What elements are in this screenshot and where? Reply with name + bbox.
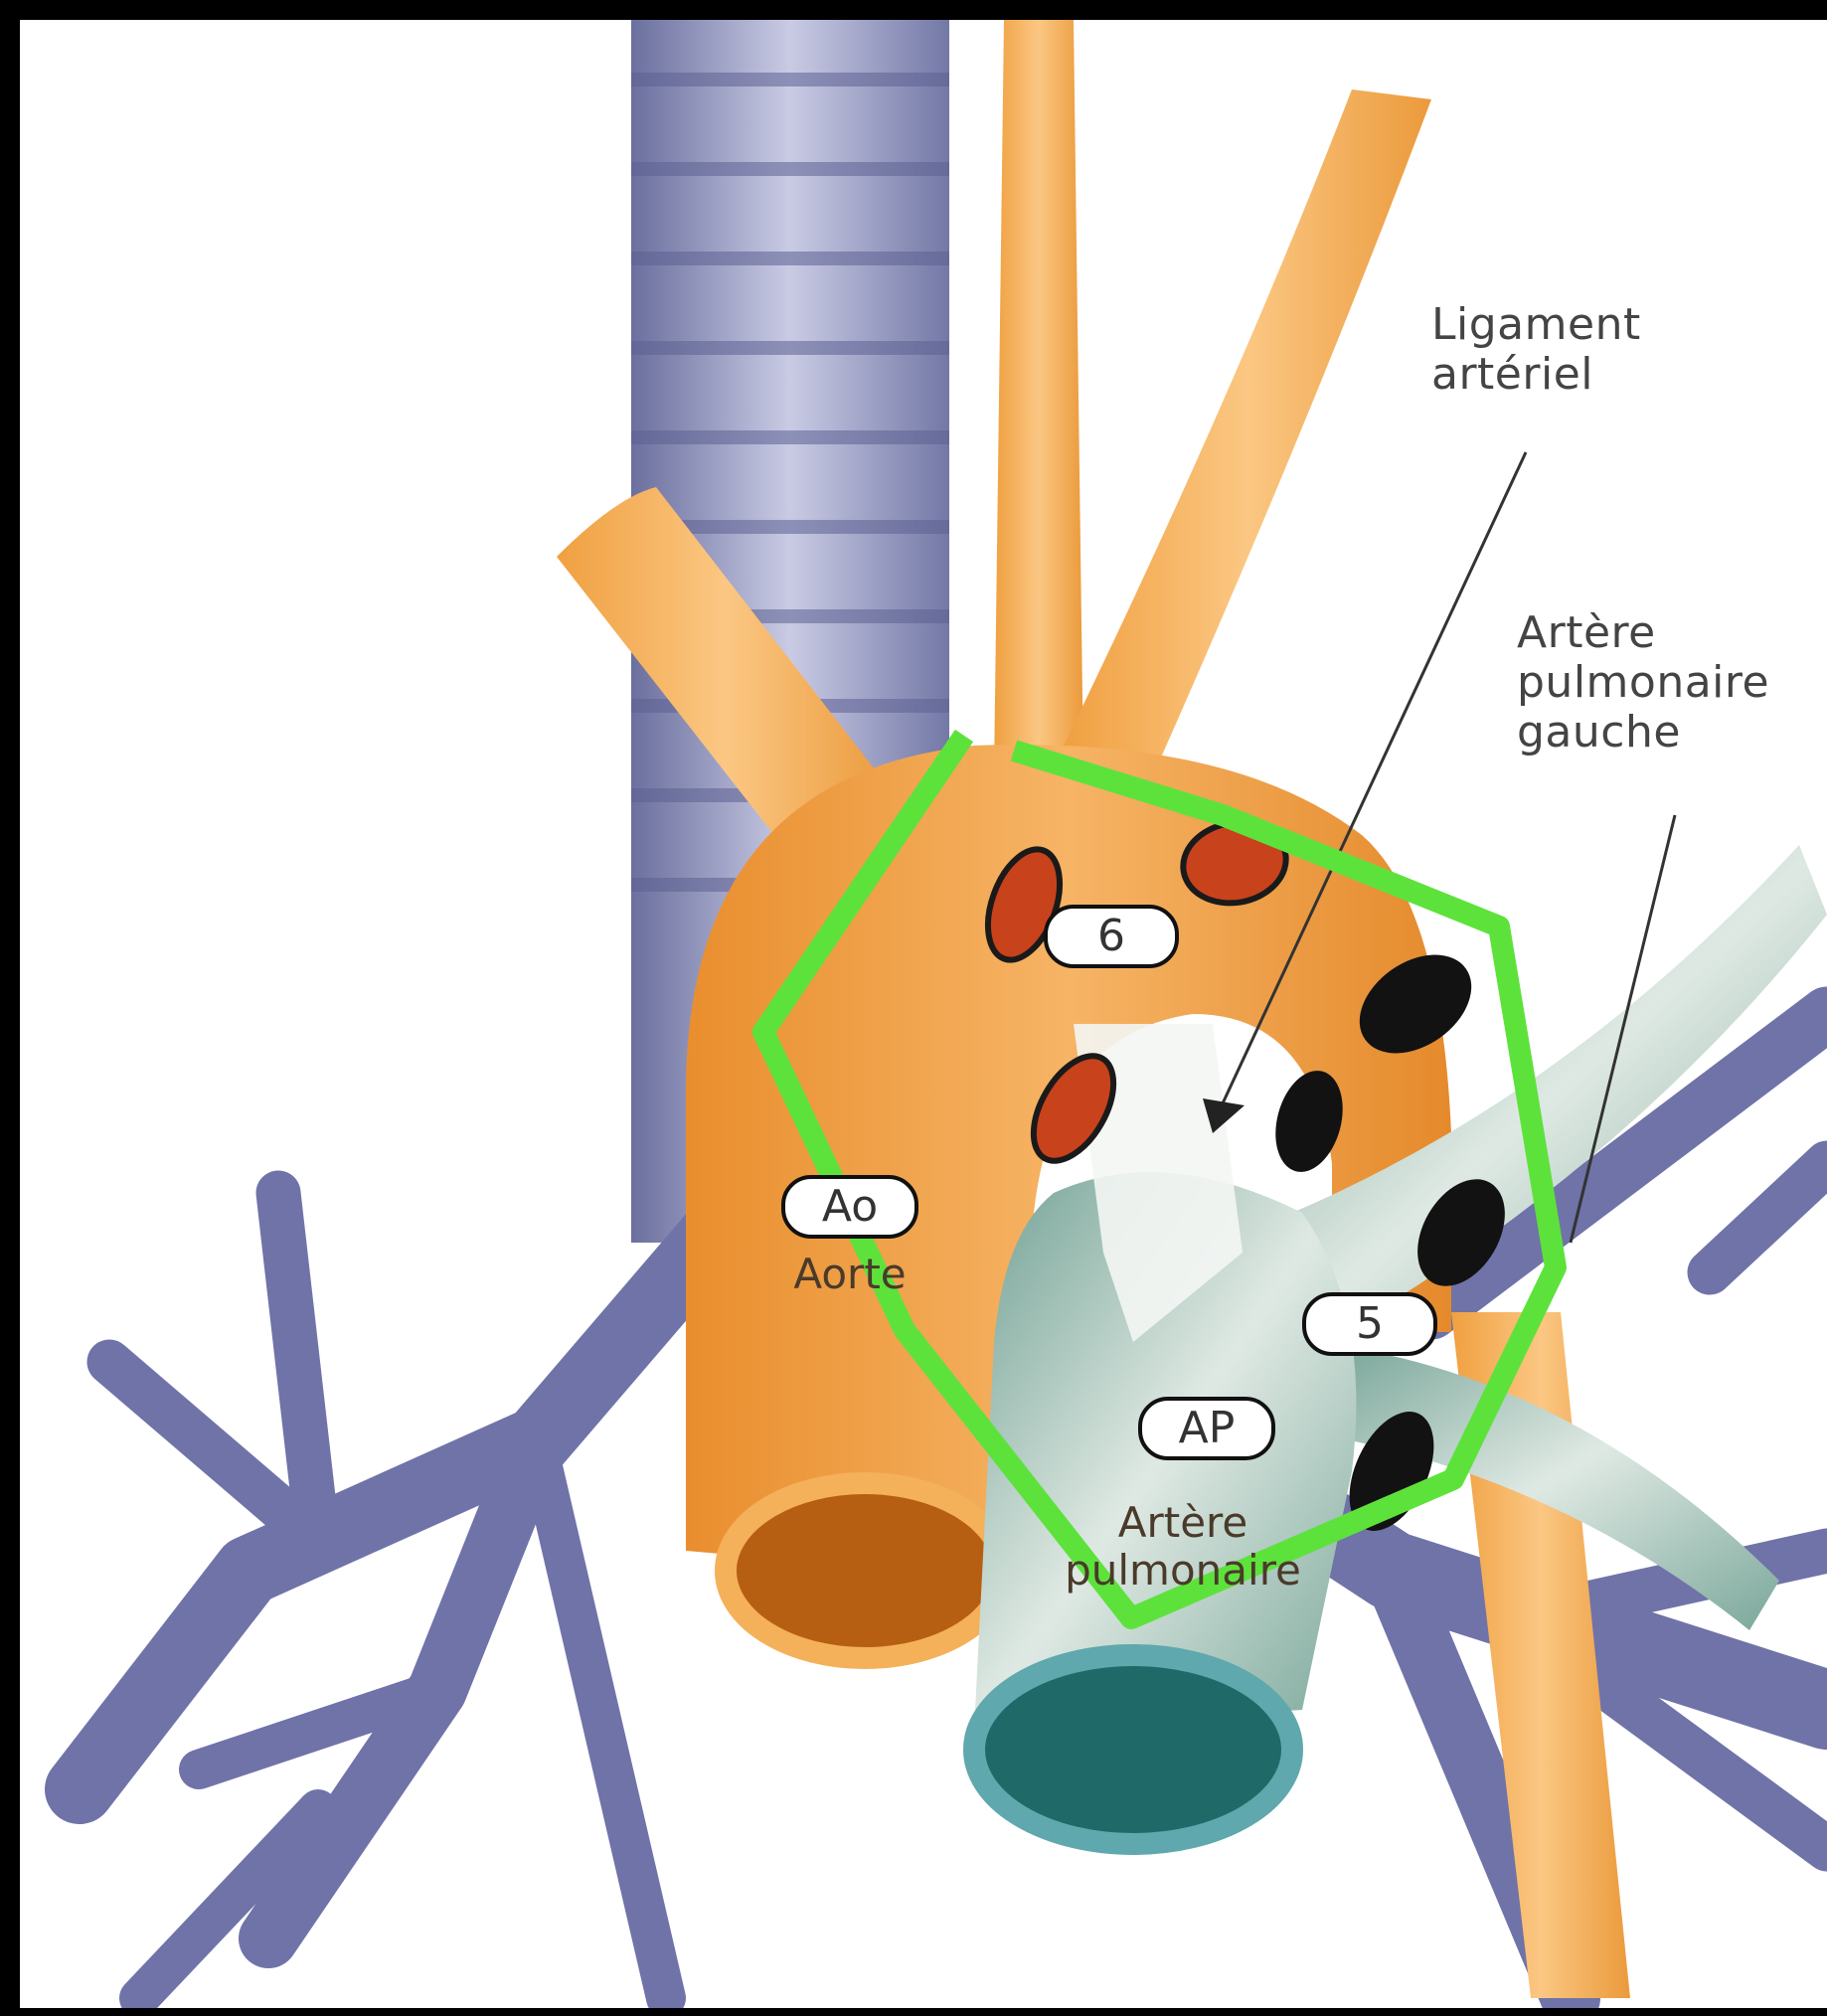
station-5-tag: 5 xyxy=(1302,1292,1437,1356)
left-pulmonary-line-3: gauche xyxy=(1517,708,1769,757)
left-pulmonary-line-2: pulmonaire xyxy=(1517,658,1769,708)
station-6-tag: 6 xyxy=(1044,905,1179,968)
pulmonary-artery-tag: AP xyxy=(1138,1397,1275,1460)
aorta-tag: Ao xyxy=(781,1175,918,1239)
left-pulmonary-line-1: Artère xyxy=(1517,608,1769,658)
pulmonary-trunk-line-1: Artère xyxy=(1044,1499,1322,1547)
aorta-lumen xyxy=(726,1483,1004,1658)
aorta-label: Aorte xyxy=(765,1251,934,1298)
pulmonary-trunk-line-2: pulmonaire xyxy=(1044,1547,1322,1595)
ligament-callout: Ligament artériel xyxy=(1431,300,1641,400)
ligament-line-2: artériel xyxy=(1431,350,1641,400)
pulmonary-lumen xyxy=(974,1655,1292,1844)
left-pulmonary-callout: Artère pulmonaire gauche xyxy=(1517,608,1769,757)
diagram-canvas: Ligament artériel Artère pulmonaire gauc… xyxy=(20,20,1827,2008)
pulmonary-trunk-label: Artère pulmonaire xyxy=(1044,1499,1322,1595)
ligament-line-1: Ligament xyxy=(1431,300,1641,350)
